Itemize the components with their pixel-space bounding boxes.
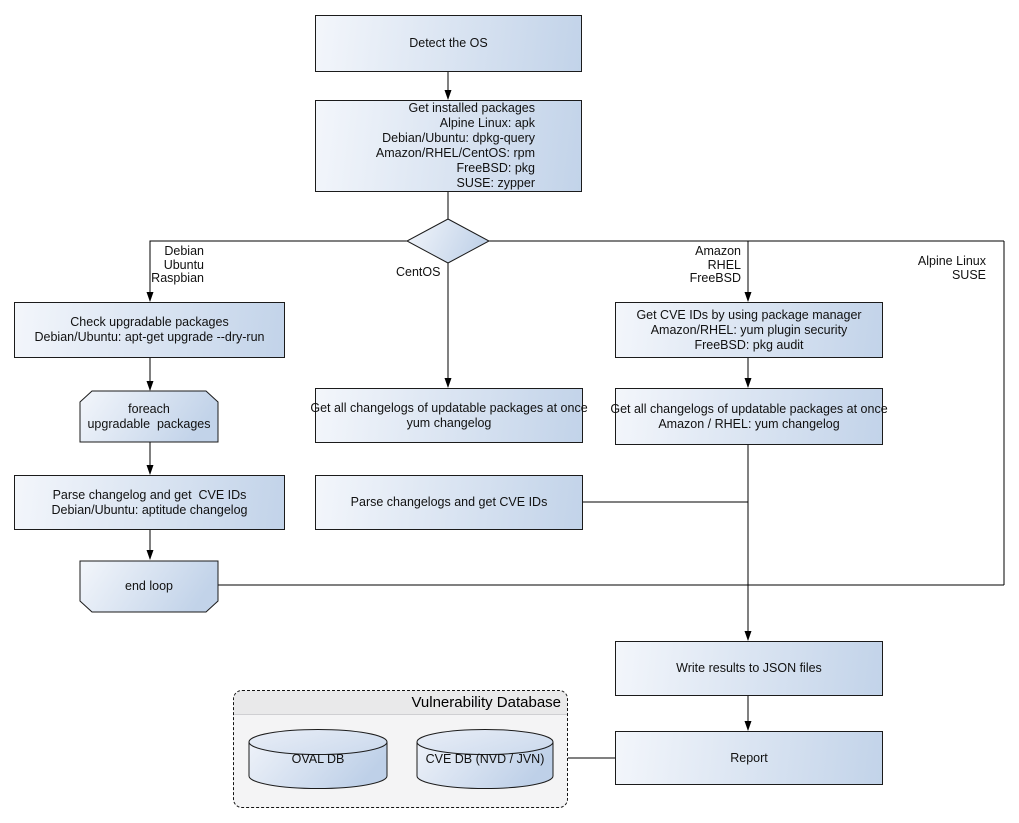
node-text: Amazon/RHEL: yum plugin security	[650, 322, 848, 337]
node-text: Alpine Linux: apk	[439, 116, 535, 130]
node-parse-changelog-debian: Parse changelog and get CVE IDs Debian/U…	[14, 475, 285, 530]
branch-label-line: Raspbian	[151, 271, 204, 285]
end-loop-shape	[79, 560, 219, 613]
node-text: upgradable packages	[87, 416, 211, 431]
node-parse-changelogs-centos: Parse changelogs and get CVE IDs	[315, 475, 583, 530]
node-text: end loop	[125, 579, 173, 593]
node-get-installed-packages: Get installed packages Alpine Linux: apk…	[315, 100, 582, 192]
branch-label-line: CentOS	[396, 265, 441, 279]
node-text: Get installed packages	[408, 101, 535, 115]
node-get-changelogs-centos: Get all changelogs of updatable packages…	[310, 388, 588, 443]
branch-label-amazon-rhel-freebsd: Amazon RHEL FreeBSD	[689, 244, 741, 286]
node-text: Amazon/RHEL/CentOS: rpm	[375, 146, 535, 160]
node-text: Parse changelogs and get CVE IDs	[350, 495, 548, 509]
vulnerability-database-header: Vulnerability Database	[234, 691, 567, 715]
node-get-changelogs-amazon: Get all changelogs of updatable packages…	[610, 388, 888, 445]
node-text: Debian/Ubuntu: aptitude changelog	[51, 502, 248, 517]
branch-label-debian: Debian Ubuntu Raspbian	[151, 244, 204, 286]
foreach-loop-label: foreach upgradable packages	[80, 391, 218, 442]
node-text: foreach	[128, 401, 170, 416]
branch-label-line: SUSE	[951, 267, 986, 282]
node-text: Write results to JSON files	[676, 661, 822, 675]
node-text: Debian/Ubuntu: apt-get upgrade --dry-run	[34, 330, 265, 344]
branch-label-line: Ubuntu	[163, 257, 204, 272]
foreach-loop-shape	[79, 390, 219, 443]
branch-label-line: RHEL	[707, 257, 741, 272]
node-check-upgradable-packages: Check upgradable packages Debian/Ubuntu:…	[14, 302, 285, 358]
os-decision-diamond	[405, 218, 491, 264]
branch-label-line: Alpine Linux	[917, 254, 986, 268]
node-text: FreeBSD: pkg audit	[694, 337, 804, 352]
node-text: SUSE: zypper	[456, 176, 535, 190]
branch-label-alpine-suse: Alpine Linux SUSE	[917, 254, 986, 282]
node-text: Parse changelog and get CVE IDs	[52, 487, 247, 502]
branch-label-line: FreeBSD	[689, 271, 741, 285]
node-write-results-json: Write results to JSON files	[615, 641, 883, 696]
node-text: Check upgradable packages	[70, 315, 229, 329]
node-text: Get all changelogs of updatable packages…	[610, 401, 888, 416]
node-text: Report	[730, 750, 768, 765]
vulnerability-database-container: Vulnerability Database	[233, 690, 568, 808]
node-text: yum changelog	[406, 415, 492, 430]
node-text: Get CVE IDs by using package manager	[636, 307, 862, 322]
node-text: Debian/Ubuntu: dpkg-query	[382, 131, 535, 145]
end-loop-label: end loop	[80, 561, 218, 612]
node-get-cve-ids-package-manager: Get CVE IDs by using package manager Ama…	[615, 302, 883, 358]
vulnerability-database-title: Vulnerability Database	[411, 694, 561, 711]
branch-label-centos: CentOS	[396, 265, 441, 280]
node-text: Detect the OS	[409, 36, 488, 50]
branch-label-line: Amazon	[695, 244, 741, 258]
node-report: Report	[615, 731, 883, 785]
branch-label-line: Debian	[164, 244, 204, 258]
node-text: Amazon / RHEL: yum changelog	[658, 416, 840, 431]
node-text: FreeBSD: pkg	[456, 161, 535, 175]
node-text: Get all changelogs of updatable packages…	[310, 400, 588, 415]
node-detect-os: Detect the OS	[315, 15, 582, 72]
